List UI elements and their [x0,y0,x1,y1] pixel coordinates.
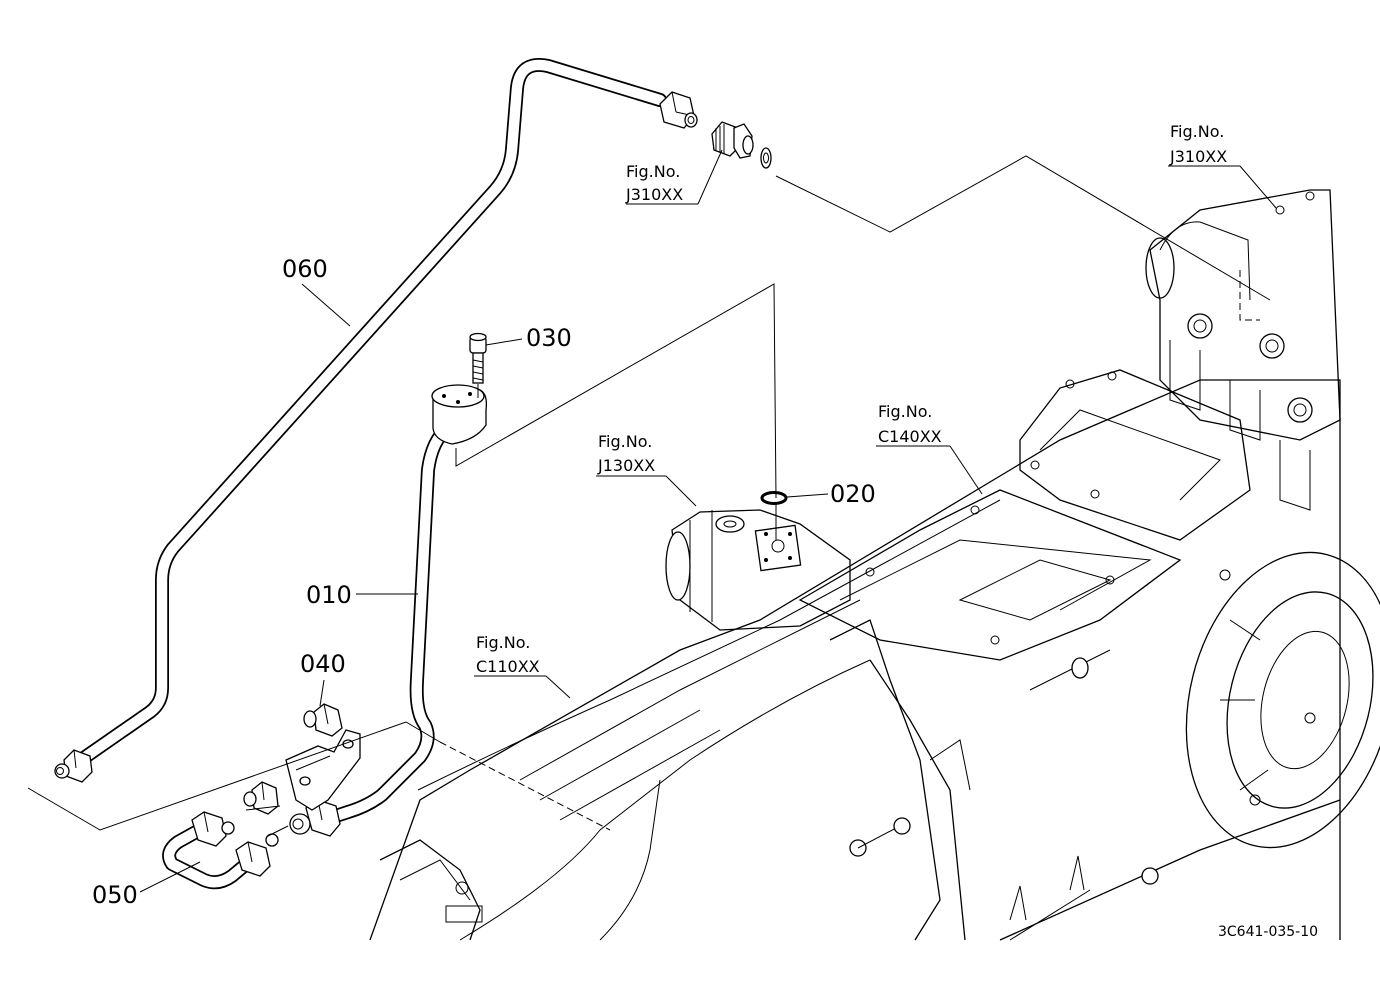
fig-ref-j310-upper: Fig.No. J310XX [625,162,683,204]
fig-ref-caption: Fig.No. [476,633,530,652]
fig-ref-code: J310XX [625,185,683,204]
fig-ref-code: J310XX [1169,147,1227,166]
part-label-020: 020 [830,480,876,508]
pipe-010-flange [431,384,488,445]
o-ring-020[interactable] [760,491,788,505]
pipe-010[interactable] [289,384,488,837]
pipe-060-lower-nut [54,749,93,783]
leader-lines [27,149,1277,893]
part-labels: 060 030 010 020 040 050 [92,255,876,909]
bolt-030[interactable] [469,332,487,384]
drawing-reference-code: 3C641-035-10 [1218,924,1318,940]
transmission-housing [369,369,1380,941]
part-label-030: 030 [526,324,572,352]
upper-connector-fitting [711,121,772,169]
part-label-040: 040 [300,650,346,678]
part-label-050: 050 [92,881,138,909]
fig-ref-j310-right: Fig.No. J310XX [1169,122,1227,166]
pipe-060[interactable] [54,58,698,783]
figure-refs: Fig.No. J310XX Fig.No. J310XX Fig.No. J1… [476,122,1227,676]
control-valve [1145,189,1341,511]
elbow-fitting-040 [303,703,343,737]
bracket-040[interactable] [243,703,361,815]
fig-ref-caption: Fig.No. [626,162,680,181]
fig-ref-code: J130XX [597,456,655,475]
pipe-050-nut-a [191,811,235,847]
fig-ref-caption: Fig.No. [878,402,932,421]
fig-ref-c140: Fig.No. C140XX [878,402,942,446]
fig-ref-caption: Fig.No. [598,432,652,451]
pipe-050-nut-b [235,833,279,877]
pipe-050[interactable] [162,811,279,890]
pipe-060-upper-nut [659,91,698,129]
part-label-010: 010 [306,581,352,609]
pipe-010-lower-nut [289,799,341,837]
part-label-060: 060 [282,255,328,283]
fig-ref-code: C110XX [476,657,540,676]
fig-ref-c110: Fig.No. C110XX [476,633,540,676]
fig-ref-j130: Fig.No. J130XX [597,432,655,475]
fig-ref-caption: Fig.No. [1170,122,1224,141]
hydraulic-pump [665,509,851,631]
fig-ref-code: C140XX [878,427,942,446]
